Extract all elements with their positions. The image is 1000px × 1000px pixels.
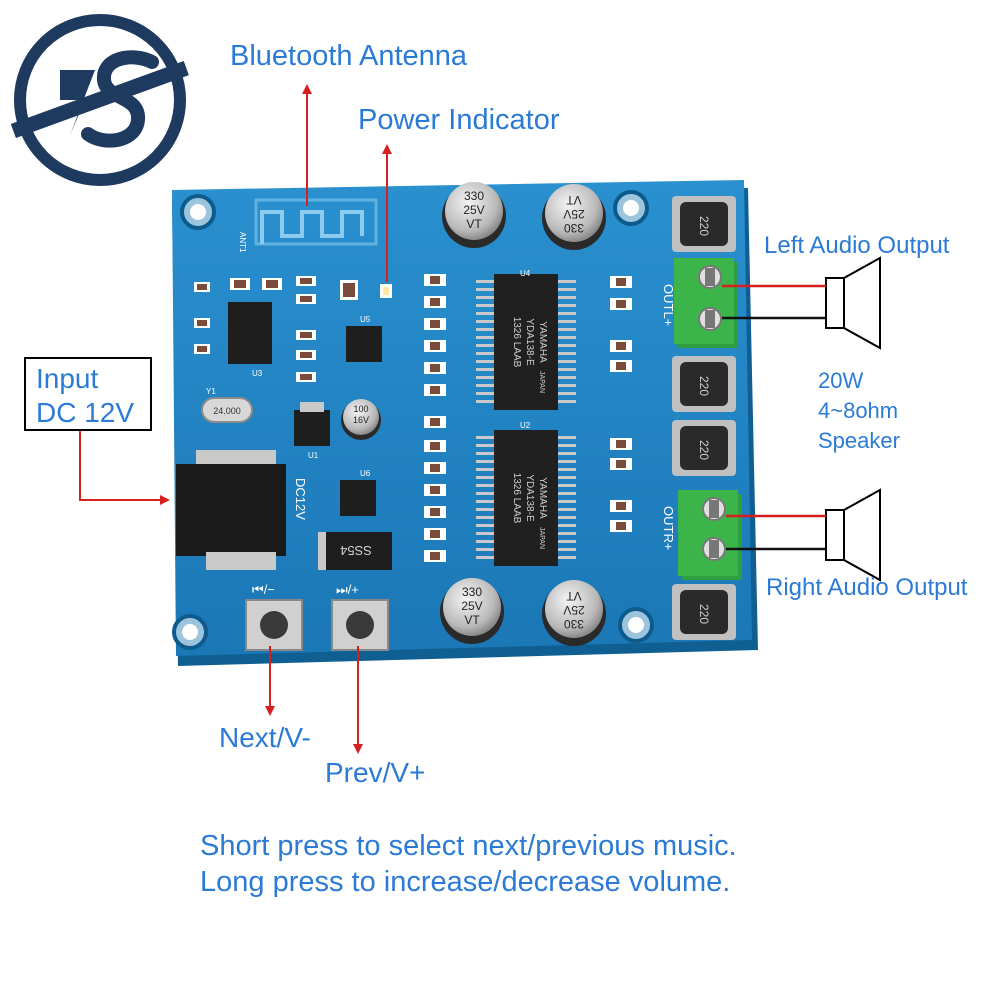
input-label-line1: Input	[36, 363, 99, 394]
label-next-vminus: Next/V-	[219, 722, 311, 753]
svg-text:24.000: 24.000	[213, 406, 241, 416]
label-input-dc: Input DC 12V	[24, 357, 152, 431]
svg-text:220: 220	[697, 604, 711, 624]
label-right-audio-output: Right Audio Output	[766, 574, 968, 601]
capacitor-top-left: 330 25V VT	[442, 182, 506, 248]
svg-text:100: 100	[353, 404, 368, 414]
speaker-wires	[722, 284, 826, 551]
speaker-icon	[825, 488, 881, 582]
amplifier-chip-u2: YAMAHA YDA138-E 1326 LAAB JAPAN U2	[476, 421, 576, 566]
crystal-y1: 24.000 Y1	[201, 387, 253, 423]
svg-text:YDA138-E: YDA138-E	[524, 474, 535, 522]
is-logo-icon	[10, 14, 189, 186]
svg-text:U2: U2	[520, 421, 531, 430]
svg-text:25V: 25V	[463, 203, 484, 217]
svg-text:U1: U1	[308, 451, 319, 460]
inductor-1: 220	[672, 196, 736, 252]
svg-text:YAMAHA: YAMAHA	[537, 477, 548, 519]
capacitor-small: 100 16V	[341, 399, 381, 440]
diode-ss54: SS54	[318, 532, 392, 570]
mounting-holes	[172, 190, 654, 650]
regulator-u1: U1	[294, 402, 330, 460]
speaker-spec-power: 20W	[818, 368, 864, 393]
svg-text:VT: VT	[464, 613, 480, 627]
svg-text:JAPAN: JAPAN	[538, 527, 545, 549]
terminal-right-output: OUTR+	[661, 490, 742, 580]
inductor-3: 220	[672, 420, 736, 476]
svg-text:U6: U6	[360, 469, 371, 478]
antenna-id: ANT1	[238, 232, 247, 253]
svg-text:16V: 16V	[353, 415, 369, 425]
label-left-audio-output: Left Audio Output	[764, 232, 950, 259]
svg-text:YAMAHA: YAMAHA	[537, 321, 548, 363]
label-bluetooth-antenna: Bluetooth Antenna	[230, 40, 468, 72]
svg-text:Y1: Y1	[206, 387, 216, 396]
svg-text:U3: U3	[252, 369, 263, 378]
svg-text:330: 330	[564, 221, 584, 235]
speaker-icon	[825, 256, 881, 350]
svg-text:SS54: SS54	[340, 543, 372, 558]
svg-text:JAPAN: JAPAN	[538, 371, 545, 393]
svg-text:⏮/−: ⏮/−	[252, 582, 275, 597]
svg-text:1326 LAAB: 1326 LAAB	[511, 317, 522, 368]
svg-text:VT: VT	[566, 193, 582, 207]
svg-text:25V: 25V	[563, 207, 584, 221]
svg-text:U5: U5	[360, 315, 371, 324]
inductor-2: 220	[672, 356, 736, 412]
amplifier-chip-u4: YAMAHA YDA138-E 1326 LAAB JAPAN U4	[476, 269, 576, 410]
usage-note-line2: Long press to increase/decrease volume.	[200, 866, 731, 898]
svg-text:220: 220	[697, 376, 711, 396]
svg-text:25V: 25V	[461, 599, 482, 613]
capacitor-bottom-right: 330 25V VT	[542, 580, 606, 646]
svg-text:OUTR+: OUTR+	[661, 506, 676, 550]
usage-note-line1: Short press to select next/previous musi…	[200, 830, 737, 862]
svg-text:220: 220	[697, 440, 711, 460]
bluetooth-antenna-trace: ANT1	[238, 198, 378, 253]
label-power-indicator: Power Indicator	[358, 104, 560, 136]
smd-components	[194, 274, 632, 562]
svg-text:VT: VT	[466, 217, 482, 231]
svg-text:YDA138-E: YDA138-E	[524, 318, 535, 366]
annotation-arrows	[79, 84, 392, 754]
button-prev-vplus[interactable]: ⏭/+	[331, 582, 389, 651]
label-prev-vplus: Prev/V+	[325, 757, 426, 788]
capacitor-top-right: 330 25V VT	[542, 184, 606, 250]
svg-text:220: 220	[697, 216, 711, 236]
svg-text:25V: 25V	[563, 603, 584, 617]
svg-text:1326 LAAB: 1326 LAAB	[511, 473, 522, 524]
usage-note: Short press to select next/previous musi…	[200, 828, 737, 900]
svg-text:VT: VT	[566, 589, 582, 603]
ic-u3: U3	[228, 302, 272, 378]
ic-u6: U6	[340, 469, 376, 516]
svg-text:330: 330	[464, 189, 484, 203]
terminal-left-output: OUTL+	[661, 258, 738, 348]
speaker-spec-word: Speaker	[818, 428, 900, 453]
button-next-vminus[interactable]: ⏮/−	[245, 582, 303, 651]
svg-text:330: 330	[564, 617, 584, 631]
svg-text:330: 330	[462, 585, 482, 599]
label-speaker-spec: 20W 4~8ohm Speaker	[818, 366, 900, 456]
input-label-line2: DC 12V	[36, 397, 135, 428]
speaker-spec-impedance: 4~8ohm	[818, 398, 899, 423]
ic-u5: U5	[346, 315, 382, 362]
svg-text:⏭/+: ⏭/+	[336, 582, 359, 597]
inductor-4: 220	[672, 584, 736, 640]
svg-text:OUTL+: OUTL+	[661, 284, 676, 326]
svg-text:DC12V: DC12V	[293, 478, 308, 520]
capacitor-bottom-left: 330 25V VT	[440, 578, 504, 644]
dc-power-jack: DC12V	[176, 450, 308, 570]
svg-text:U4: U4	[520, 269, 531, 278]
